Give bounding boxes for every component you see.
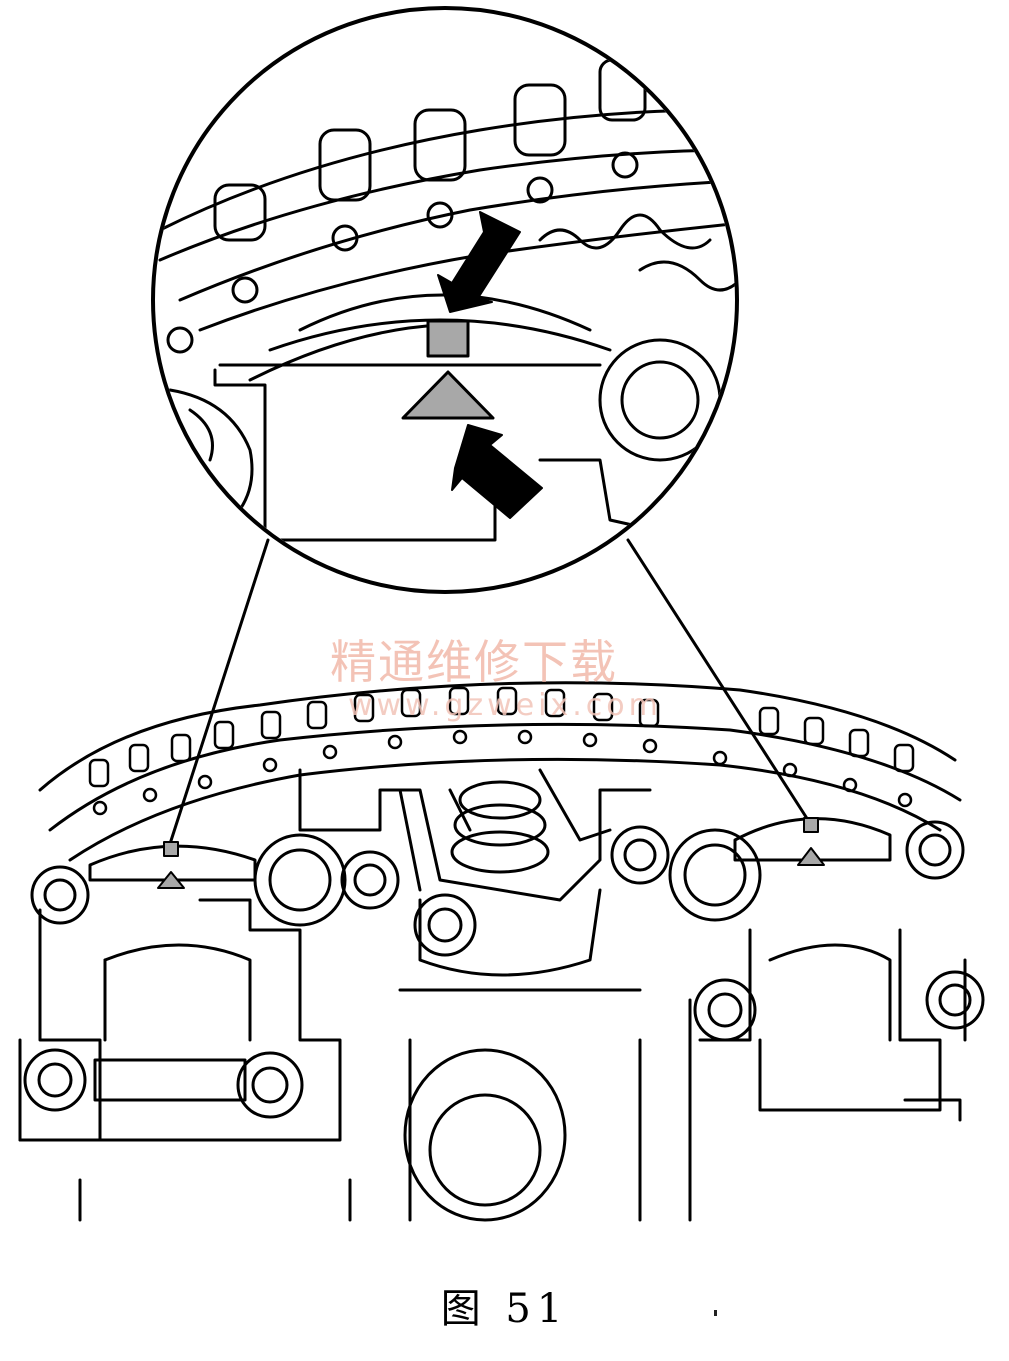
chain-rollers	[88, 686, 915, 816]
watermark-text: 精通维修下载	[330, 635, 618, 689]
arrow-up-icon	[451, 424, 543, 519]
timing-mark-triangle-icon	[401, 370, 495, 420]
figure-caption: 图 51	[440, 1286, 569, 1332]
arrow-down-icon	[437, 211, 521, 313]
timing-mark-square-icon	[426, 319, 470, 358]
bolts	[23, 820, 985, 1119]
watermark-url: www.gzweix.com	[348, 688, 662, 723]
chain-rollers-magnified	[166, 58, 647, 354]
magnified-detail	[151, 6, 739, 594]
scan-speck	[714, 1310, 717, 1316]
engine-overview	[18, 681, 985, 1222]
